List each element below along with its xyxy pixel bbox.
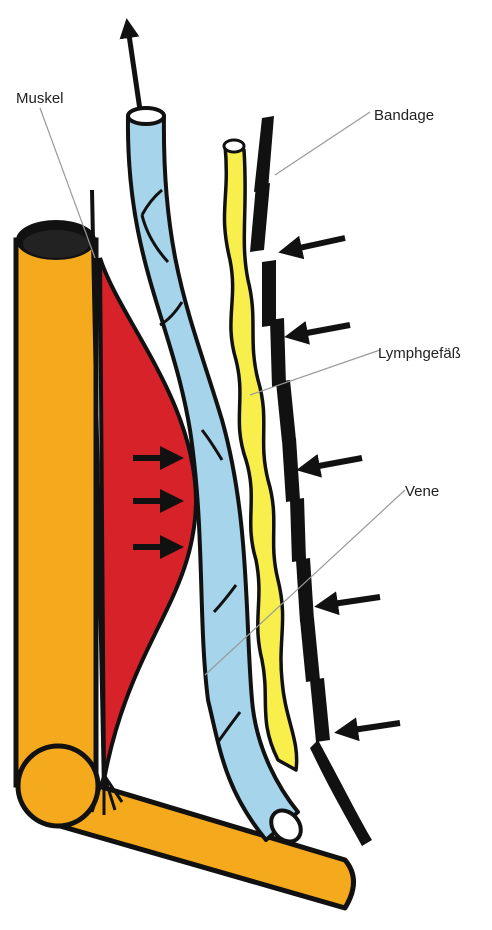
knee-joint bbox=[18, 746, 98, 826]
label-lymphgefaess: Lymphgefäß bbox=[378, 345, 461, 362]
label-muskel: Muskel bbox=[16, 90, 64, 107]
label-vene: Vene bbox=[405, 483, 439, 500]
label-bandage: Bandage bbox=[374, 107, 434, 124]
vein-flow-arrow bbox=[128, 28, 140, 110]
upper-bone bbox=[16, 220, 96, 785]
